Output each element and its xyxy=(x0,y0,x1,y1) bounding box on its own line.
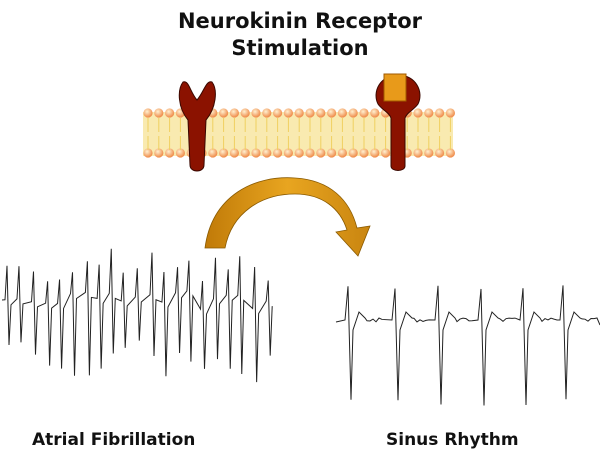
lipid-head xyxy=(316,108,326,118)
bound-receptor xyxy=(375,73,421,171)
lipid-head xyxy=(229,108,239,118)
lipid-head xyxy=(413,148,423,158)
lipid-head xyxy=(219,148,229,158)
lipid-head xyxy=(327,108,337,118)
lipid-head xyxy=(154,148,164,158)
lipid-head xyxy=(283,108,293,118)
lipid-head xyxy=(262,148,272,158)
lipid-head xyxy=(251,148,261,158)
lipid-head xyxy=(240,148,250,158)
activation-arrow xyxy=(204,177,371,257)
lipid-head xyxy=(359,148,369,158)
lipid-head xyxy=(370,148,380,158)
lipid-head xyxy=(445,108,455,118)
title-line-1: Neurokinin Receptor xyxy=(177,9,423,33)
lipid-head xyxy=(348,108,358,118)
lipid-head xyxy=(305,108,315,118)
lipid-head xyxy=(445,148,455,158)
title-line-2: Stimulation xyxy=(231,36,369,60)
lipid-head xyxy=(435,148,445,158)
lipid-head xyxy=(381,148,391,158)
lipid-head xyxy=(305,148,315,158)
neurokinin-ligand xyxy=(383,73,407,102)
lipid-head xyxy=(251,108,261,118)
lipid-head xyxy=(165,148,175,158)
lipid-head xyxy=(273,108,283,118)
lipid-head xyxy=(337,108,347,118)
lipid-head xyxy=(294,148,304,158)
lipid-head xyxy=(165,108,175,118)
lipid-head xyxy=(337,148,347,158)
lipid-head xyxy=(143,148,153,158)
lipid-head xyxy=(348,148,358,158)
lipid-head xyxy=(262,108,272,118)
lipid-head xyxy=(359,108,369,118)
lipid-head xyxy=(435,108,445,118)
diagram-title: Neurokinin Receptor Stimulation xyxy=(0,8,600,62)
lipid-head xyxy=(154,108,164,118)
lipid-head xyxy=(273,148,283,158)
lipid-head xyxy=(143,108,153,118)
empty-receptor xyxy=(178,81,216,172)
lipid-head xyxy=(208,148,218,158)
lipid-head xyxy=(424,108,434,118)
atrial-fibrillation-label: Atrial Fibrillation xyxy=(32,430,196,450)
lipid-head xyxy=(240,108,250,118)
lipid-head xyxy=(316,148,326,158)
lipid-head xyxy=(327,148,337,158)
lipid-head xyxy=(413,108,423,118)
sinus-rhythm-ecg-trace xyxy=(335,285,600,406)
lipid-head xyxy=(219,108,229,118)
lipid-head xyxy=(370,108,380,118)
sinus-rhythm-label: Sinus Rhythm xyxy=(386,430,519,450)
lipid-head xyxy=(424,148,434,158)
lipid-head xyxy=(294,108,304,118)
lipid-head xyxy=(229,148,239,158)
atrial-fibrillation-ecg-trace xyxy=(1,248,273,383)
lipid-head xyxy=(175,148,185,158)
lipid-head xyxy=(283,148,293,158)
